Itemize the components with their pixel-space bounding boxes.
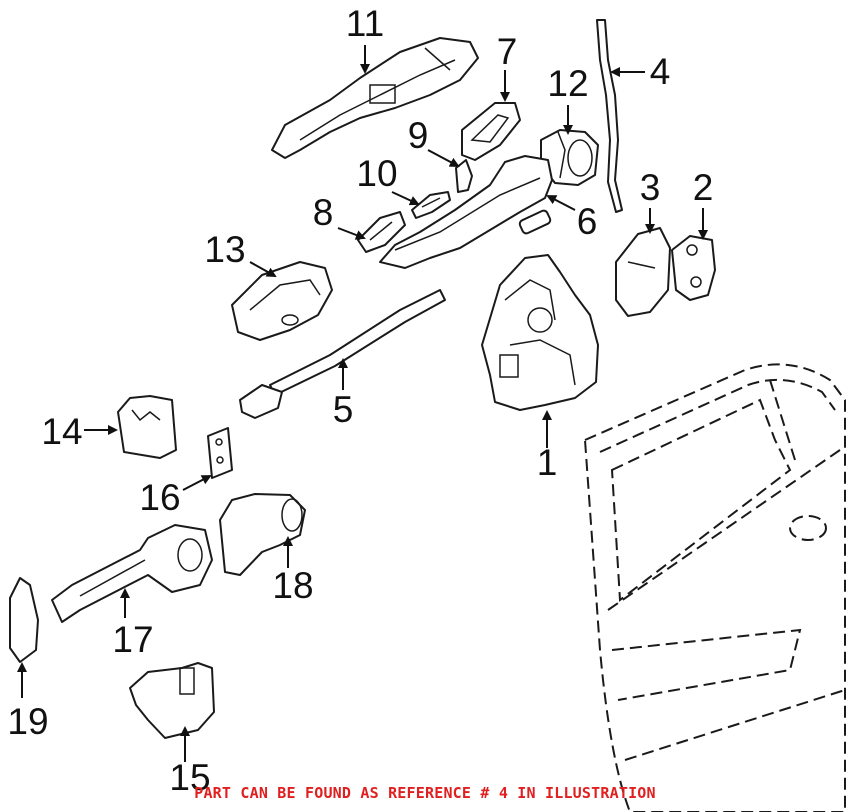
part-2-striker: [671, 235, 716, 301]
callout-18: 18: [272, 565, 313, 606]
callout-6: 6: [577, 201, 598, 242]
callout-10: 10: [356, 153, 397, 194]
part-4-rod: [596, 19, 623, 213]
part-3-striker-plate: [615, 227, 671, 317]
part-11-handle-carrier: [271, 37, 479, 159]
part-1-lock-actuator: [481, 254, 599, 411]
callout-9: 9: [408, 115, 429, 156]
door-outline: [583, 363, 846, 812]
callout-16: 16: [139, 477, 180, 518]
footer-note: PART CAN BE FOUND AS REFERENCE # 4 IN IL…: [194, 784, 656, 802]
part-5-cable: [239, 289, 446, 419]
leader-lines: [17, 45, 708, 762]
part-19-stop: [9, 577, 39, 663]
callout-3: 3: [640, 167, 661, 208]
callout-19: 19: [7, 701, 48, 742]
part-15-hinge: [129, 662, 215, 739]
part-16-plate: [207, 427, 233, 479]
callout-2: 2: [693, 167, 714, 208]
callout-17: 17: [112, 619, 153, 660]
part-7-handle-cap: [461, 102, 521, 161]
callout-14: 14: [41, 411, 82, 452]
part-9-clip: [455, 159, 473, 193]
part-13-inner-handle: [231, 261, 333, 341]
callout-numbers: 1 2 3 4 5 6 7 8 9 10 11 12 13 14 15 16 1…: [7, 3, 713, 798]
part-17-check-strap: [51, 524, 213, 623]
part-10-gasket: [411, 191, 451, 219]
callout-4: 4: [650, 51, 671, 92]
part-6-outer-handle: [379, 155, 553, 269]
callout-13: 13: [204, 229, 245, 270]
callout-8: 8: [313, 192, 334, 233]
part-14-bracket: [117, 395, 177, 459]
callout-7: 7: [497, 31, 518, 72]
part-8-seal: [357, 211, 406, 253]
callout-5: 5: [333, 389, 354, 430]
callout-15: 15: [169, 757, 210, 798]
callout-1: 1: [537, 442, 558, 483]
part-18-hinge-housing: [219, 493, 306, 576]
callout-12: 12: [547, 63, 588, 104]
callout-11: 11: [346, 3, 384, 44]
